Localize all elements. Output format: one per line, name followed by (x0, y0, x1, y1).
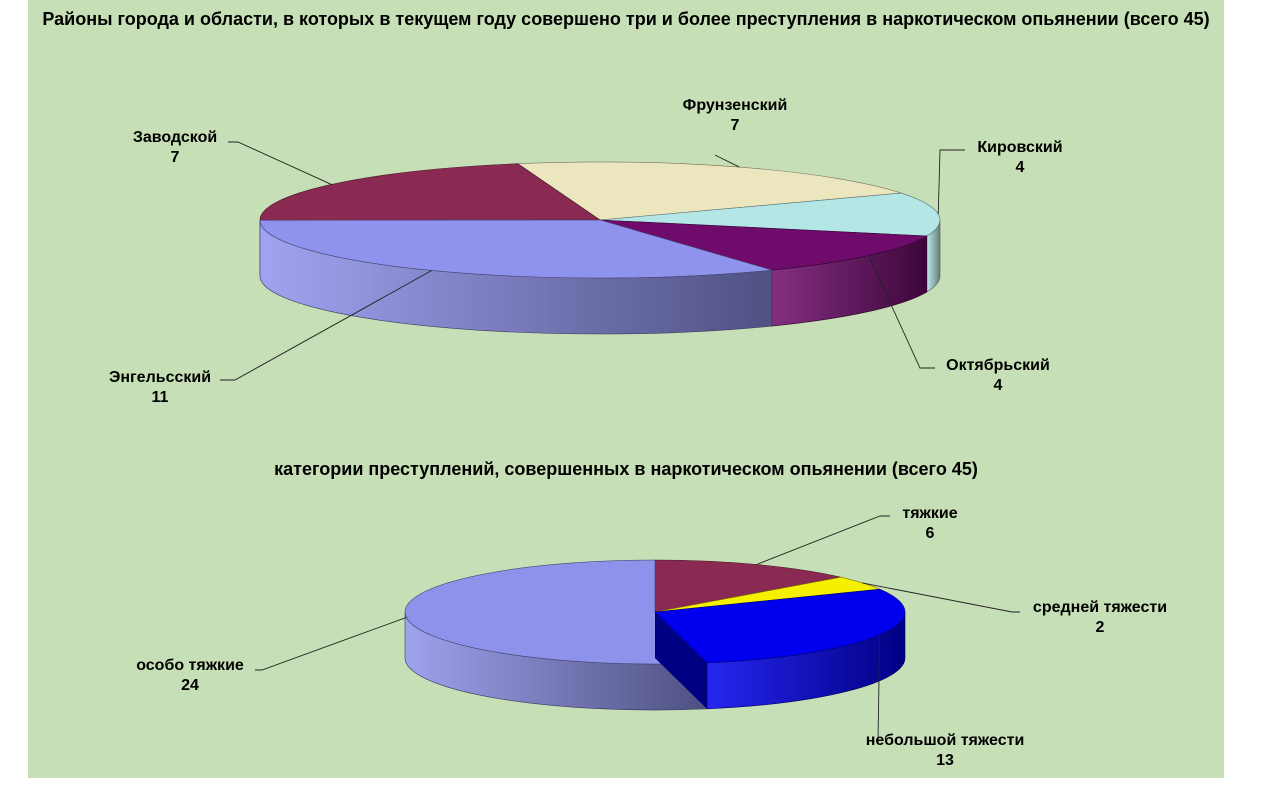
slice-value-1-1: 2 (1096, 619, 1105, 636)
slice-value-0-3: 11 (152, 389, 169, 406)
slice-value-0-4: 7 (171, 149, 180, 166)
pie-slice-1-2 (654, 588, 906, 710)
slice-label-0-4: Заводской (133, 129, 217, 146)
slice-label-0-3: Энгельсский (109, 369, 211, 386)
leader-line-0-3 (220, 270, 433, 381)
slice-value-1-3: 24 (181, 677, 199, 694)
leader-line-1-0 (756, 515, 890, 565)
leader-line-1-3 (255, 617, 407, 671)
pie-slice-0-3 (259, 219, 773, 335)
slice-value-1-0: 6 (926, 525, 935, 542)
leader-line-1-1 (862, 582, 1020, 613)
leader-line-1-2 (877, 634, 881, 743)
slice-label-1-1: средней тяжести (1033, 599, 1167, 616)
slice-label-1-0: тяжкие (902, 505, 957, 522)
slice-value-0-0: 7 (731, 117, 740, 134)
leader-line-0-0 (714, 154, 740, 168)
chart-title-districts: Районы города и области, в которых в тек… (42, 9, 1210, 29)
slice-label-1-3: особо тяжкие (136, 657, 244, 674)
slice-label-1-2: небольшой тяжести (866, 732, 1025, 749)
slice-label-0-2: Октябрьский (946, 357, 1050, 374)
slice-value-0-1: 4 (1016, 159, 1025, 176)
chart-title-categories: категории преступлений, совершенных в на… (274, 459, 978, 479)
leader-line-0-4 (228, 141, 332, 185)
slice-label-0-1: Кировский (977, 139, 1062, 156)
leader-line-0-1 (937, 149, 965, 215)
slice-value-1-2: 13 (936, 752, 954, 769)
slice-value-0-2: 4 (994, 377, 1003, 394)
leader-line-0-2 (868, 255, 935, 369)
slice-label-0-0: Фрунзенский (683, 97, 788, 114)
